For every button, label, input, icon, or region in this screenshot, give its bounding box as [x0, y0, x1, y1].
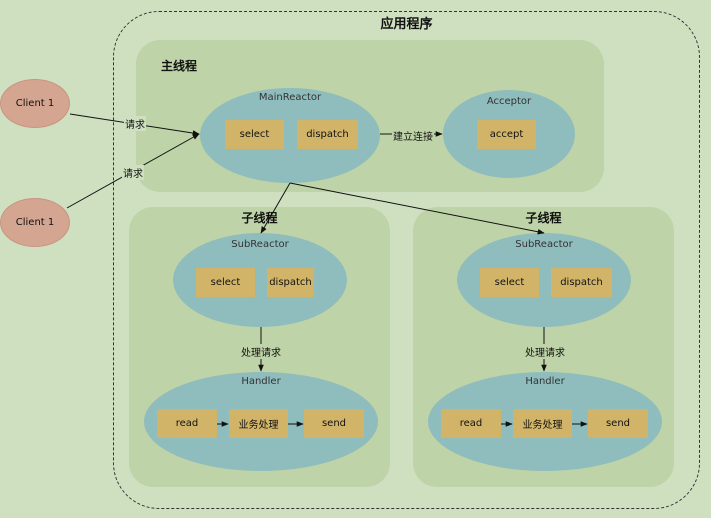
accept-box: accept [477, 120, 536, 149]
application-title: 应用程序 [380, 17, 433, 32]
main-thread-title: 主线程 [160, 59, 197, 73]
request-label-bottom: 请求 [122, 165, 144, 180]
client-bottom: Client 1 [0, 198, 70, 247]
subreactor-title-1: SubReactor [231, 239, 289, 250]
application-frame [113, 11, 700, 509]
connect-label: 建立连接 [392, 128, 434, 143]
handler-send-box-1: send [304, 409, 364, 438]
arrow-mainreactor-to-subreactor-1 [260, 182, 291, 234]
main-select-box: select [225, 120, 284, 149]
main-dispatch-box: dispatch [297, 120, 358, 149]
process-request-label-2: 处理请求 [524, 344, 566, 359]
client-top: Client 1 [0, 79, 70, 128]
worker-thread-title-1: 子线程 [241, 211, 278, 225]
handler-title-2: Handler [525, 376, 565, 387]
handler-title-1: Handler [241, 376, 281, 387]
subreactor-dispatch-box-2: dispatch [551, 268, 612, 297]
acceptor-title: Acceptor [486, 96, 532, 107]
worker-thread-title-2: 子线程 [525, 211, 562, 225]
arrow-mainreactor-to-subreactor-2 [289, 182, 545, 235]
subreactor-title-2: SubReactor [515, 239, 573, 250]
handler-business-box-1: 业务处理 [229, 409, 288, 438]
handler-business-box-2: 业务处理 [513, 409, 572, 438]
handler-send-box-2: send [588, 409, 648, 438]
handler-read-box-2: read [441, 409, 501, 438]
subreactor-select-box-1: select [196, 268, 255, 297]
subreactor-dispatch-box-1: dispatch [267, 268, 314, 297]
process-request-label-1: 处理请求 [240, 344, 282, 359]
main-reactor-title: MainReactor [258, 92, 322, 103]
handler-read-box-1: read [157, 409, 217, 438]
subreactor-select-box-2: select [480, 268, 539, 297]
request-label-top: 请求 [124, 116, 146, 131]
